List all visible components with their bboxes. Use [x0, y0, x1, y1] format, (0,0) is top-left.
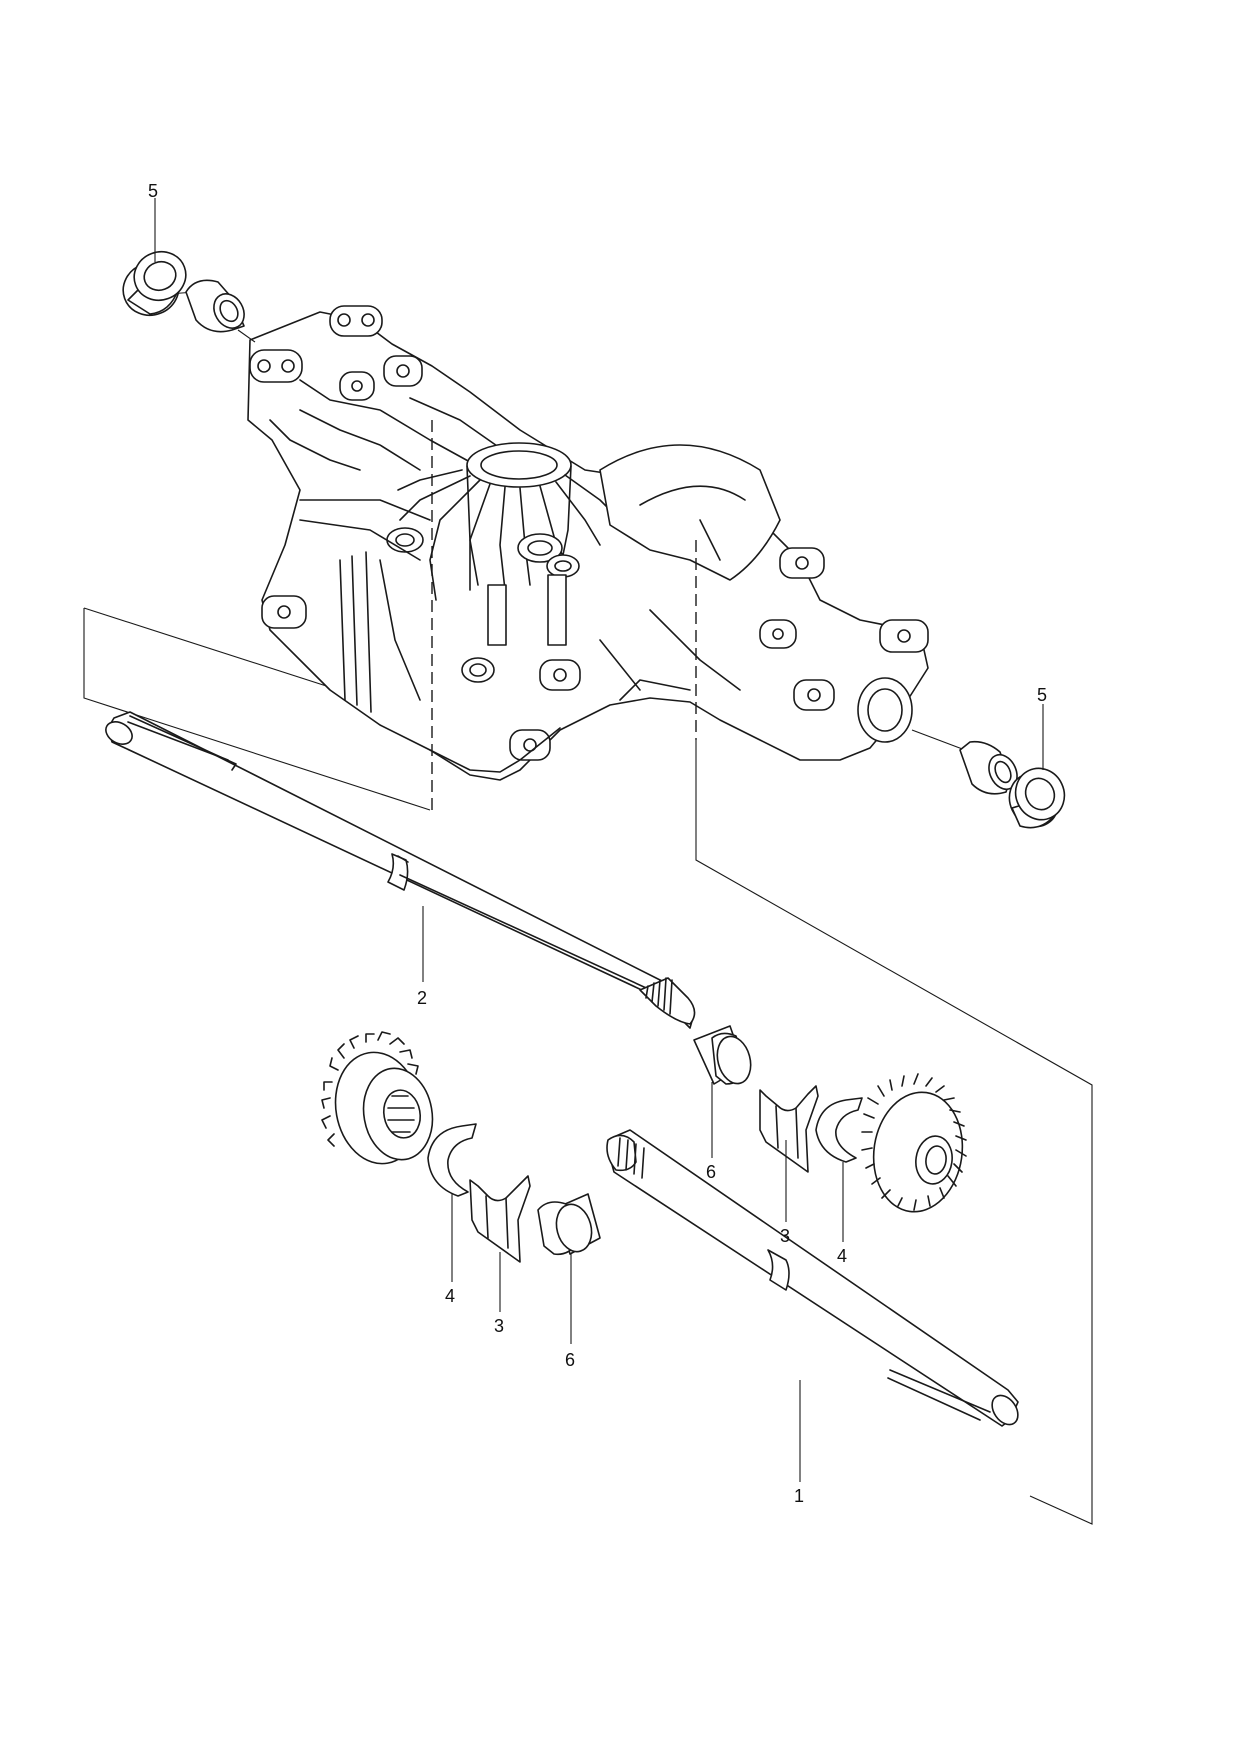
callout-2: 2 [417, 988, 427, 1008]
callout-5-upper-left: 5 [148, 181, 158, 201]
transaxle-housing [247, 305, 929, 810]
thrust-washer-right [815, 1097, 863, 1163]
callout-labels: 5 5 2 6 3 4 4 3 6 1 [148, 181, 1047, 1506]
flanged-bushing-lower [537, 1193, 601, 1256]
shim-left [469, 1175, 531, 1263]
callout-6-lower: 6 [565, 1350, 575, 1370]
callout-3-right: 3 [780, 1226, 790, 1246]
bushing-lower-right [911, 729, 1018, 795]
axle-shaft-left [105, 711, 696, 1029]
callout-4-left: 4 [445, 1286, 455, 1306]
thrust-washer-left [427, 1123, 477, 1197]
callout-4-right: 4 [837, 1246, 847, 1266]
bearing-upper-left [122, 250, 256, 343]
callout-1: 1 [794, 1486, 804, 1506]
callout-leaders [154, 198, 1044, 1482]
bearing-lower-right [1008, 767, 1066, 829]
callout-5-lower-right: 5 [1037, 685, 1047, 705]
shim-right [759, 1085, 819, 1173]
side-gear-large [321, 1031, 434, 1165]
callout-6-upper: 6 [706, 1162, 716, 1182]
bevel-pinion-gear [861, 1073, 967, 1213]
callout-3-left: 3 [494, 1316, 504, 1336]
flanged-bushing-upper [693, 1025, 752, 1085]
axle-shaft-right [606, 1129, 1019, 1427]
bushing-upper-left [185, 279, 245, 333]
